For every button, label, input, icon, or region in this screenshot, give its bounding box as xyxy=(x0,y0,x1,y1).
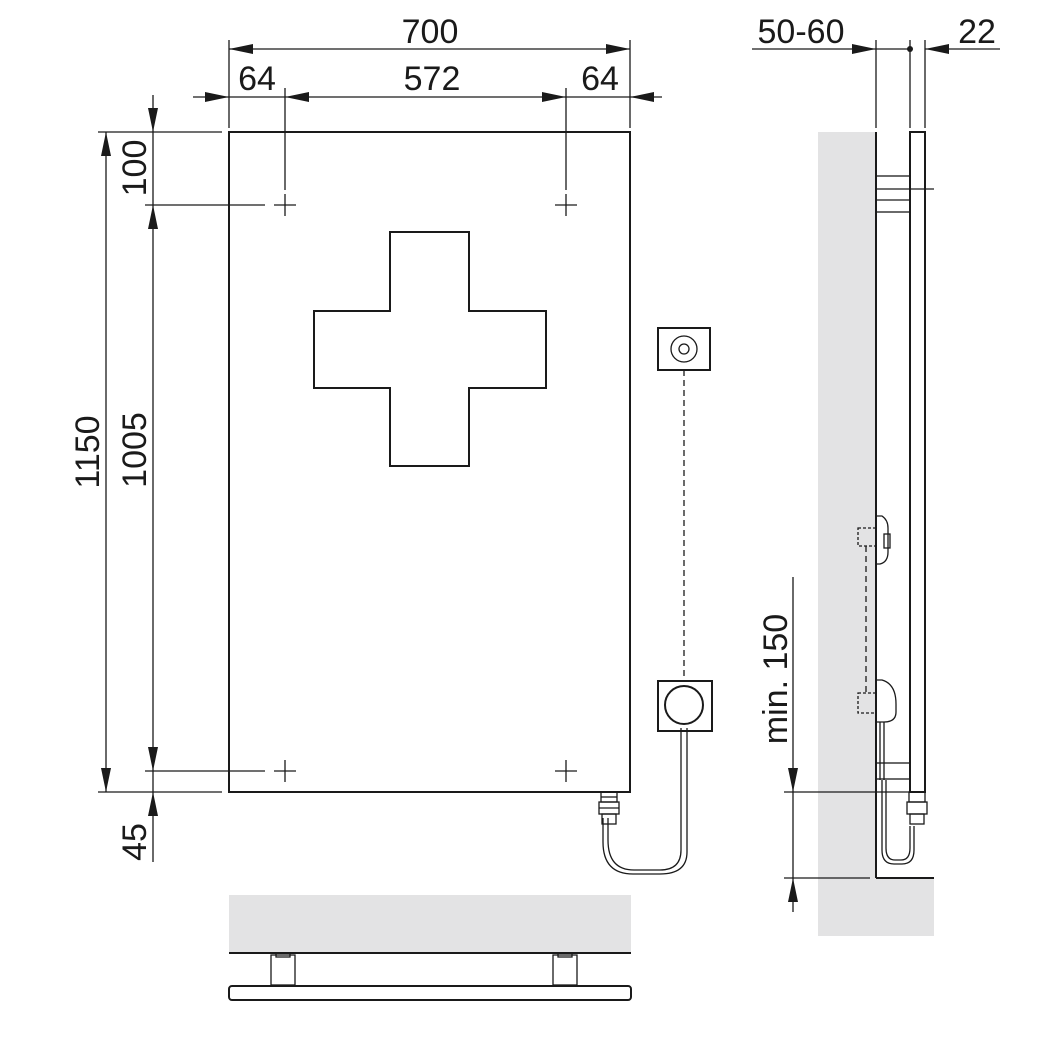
radiator-panel xyxy=(228,131,631,793)
mounting-hole-marks xyxy=(274,194,577,782)
label-overall-height: 1150 xyxy=(69,415,107,488)
top-view xyxy=(228,895,632,1001)
control-box xyxy=(657,327,711,371)
dim-bottom-offset: 45 xyxy=(116,771,158,862)
label-bottom-offset: 45 xyxy=(116,823,154,861)
label-hole-spacing-vertical: 1005 xyxy=(116,412,154,488)
panel-top-view xyxy=(228,985,632,1001)
label-edge-offset-right: 64 xyxy=(581,60,619,98)
power-cable xyxy=(607,728,682,871)
dim-overall-height: 1150 xyxy=(69,132,111,792)
bracket-bottom-side xyxy=(875,762,911,780)
dim-wall-distance: 50-60 xyxy=(752,13,910,54)
wall-bracket-left xyxy=(270,952,296,986)
label-hole-spacing-horizontal: 572 xyxy=(404,60,461,98)
wall-section-side-view xyxy=(818,132,876,936)
label-min-clearance: min. 150 xyxy=(757,614,795,744)
socket-side xyxy=(857,679,897,780)
thermostat-side xyxy=(857,515,891,693)
socket-box xyxy=(657,680,713,732)
dim-overall-width: 700 xyxy=(229,13,630,54)
label-edge-offset-left: 64 xyxy=(238,60,276,98)
wall-section-top-view xyxy=(229,895,631,953)
cross-cutout xyxy=(313,231,547,467)
dim-hole-spacing-horizontal: 64 572 64 xyxy=(193,60,662,102)
power-cable-side xyxy=(881,780,915,865)
dim-min-clearance: min. 150 xyxy=(757,577,926,912)
panel-side-profile xyxy=(909,131,926,793)
floor-section xyxy=(876,878,934,936)
wall-bracket-right xyxy=(552,952,578,986)
dim-top-offset: 100 xyxy=(116,95,158,229)
dim-panel-depth: 22 xyxy=(907,13,1000,54)
label-wall-distance: 50-60 xyxy=(758,13,845,51)
dim-hole-spacing-vertical: 1005 xyxy=(116,205,158,771)
front-view: 700 64 572 64 1150 xyxy=(69,13,713,875)
cable-connector-side xyxy=(906,791,928,825)
side-view: 50-60 22 min. 150 xyxy=(752,13,1000,936)
label-overall-width: 700 xyxy=(402,13,459,51)
cable-connector xyxy=(598,791,620,825)
label-top-offset: 100 xyxy=(116,140,154,197)
bracket-top-side xyxy=(875,175,934,213)
label-panel-depth: 22 xyxy=(958,13,996,51)
